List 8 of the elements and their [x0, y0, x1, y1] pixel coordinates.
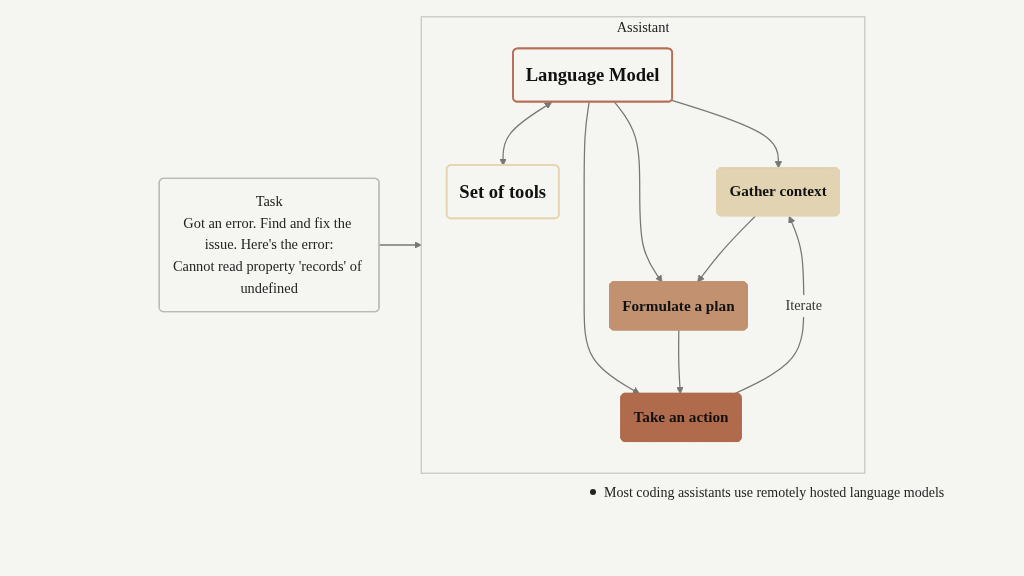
arrow: [499, 102, 553, 166]
arrow: [671, 99, 783, 169]
arrow: [697, 215, 756, 283]
arrow: [613, 101, 663, 283]
arrow: [583, 101, 640, 395]
arrow: [676, 329, 684, 395]
bullet-note: Most coding assistants use remotely hosted language models: [604, 485, 945, 501]
edge-label: Iterate: [785, 297, 823, 314]
